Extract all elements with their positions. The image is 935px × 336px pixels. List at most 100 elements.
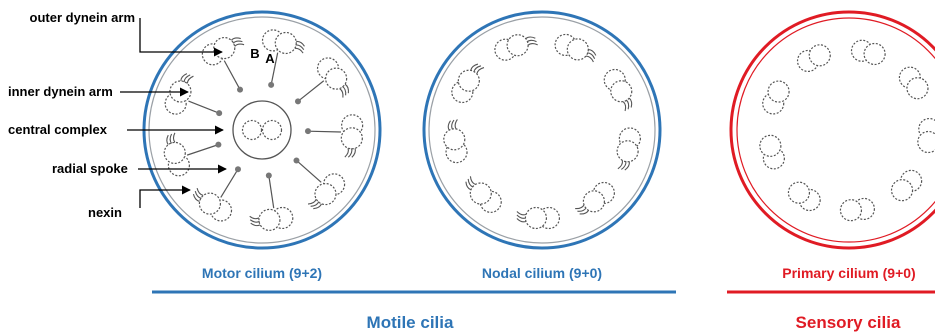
dynein-arm [517,218,526,221]
microtubule-doublet [165,81,191,114]
caption-motor-cilium: Motor cilium (9+2) [202,265,322,281]
spoke-head [215,142,221,148]
microtubule-doublet [341,115,362,149]
dynein-arm [187,76,193,83]
dynein-arm [526,37,535,39]
dynein-arm [250,220,259,222]
a-tubule [341,128,362,149]
dynein-arm [468,179,473,187]
spoke-head [216,110,222,116]
dynein-arm [170,134,171,143]
spoke-head [266,172,272,178]
dynein-arm [173,133,174,142]
microtubule-doublet [199,193,231,221]
microtubule-doublet [318,58,347,89]
a-tubule [788,182,809,203]
a-tubule [458,70,479,91]
central-microtubule [263,121,282,140]
dynein-arm [470,176,475,184]
spoke-head [235,166,241,172]
microtubule-doublet [452,70,480,102]
dynein-arm [477,68,484,74]
microtubule-doublet [202,38,234,65]
microtubule-doublet [604,70,631,102]
a-tubule [840,200,861,221]
a-tubule [892,180,913,201]
a-tubule [864,43,885,64]
a-tubule [768,81,789,102]
dynein-arm [623,102,625,111]
microtubule-doublet [583,182,614,211]
a-tubule [611,81,632,102]
dynein-arm [448,121,450,130]
microtubule-doublet [164,142,189,175]
dynein-arm [197,188,203,195]
spoke-head [268,82,274,88]
microtubule-doublet [555,34,588,59]
dynein-arm [295,48,303,53]
dynein-arm [618,161,623,169]
microtubule-doublet [470,183,501,212]
a-tubule [275,32,296,53]
a-tubule [326,68,347,89]
dynein-arm [626,100,628,109]
dynein-arm [235,44,244,46]
radial-spoke [298,81,324,102]
spoke-head [295,98,301,104]
radial-spoke [308,131,341,132]
microtubule-doublet [840,198,874,220]
dynein-arm [250,216,259,218]
microtubule-doublet [495,35,528,60]
dynein-arm [251,223,260,225]
ciliary-membrane-inner [737,18,935,242]
dynein-arm [167,135,168,144]
a-tubule [525,207,546,228]
a-tubule [918,132,935,153]
doublet-label-a: A [265,51,275,66]
radial-spoke [187,145,218,155]
microtubule-doublet [899,67,928,99]
microtubule-doublet [798,45,831,72]
microtubule-doublet [444,129,467,163]
microtubule-doublet [263,30,297,54]
microtubule-doublet [760,135,785,169]
a-tubule [760,135,781,156]
dynein-arm [452,120,454,129]
spoke-head [305,128,311,134]
a-tubule [199,193,220,214]
a-tubule [315,184,336,205]
dynein-arm [629,98,631,107]
dynein-arm [311,202,319,207]
primary-cilium-cross-section [731,12,935,248]
central-microtubule [243,121,262,140]
group-title-motile: Motile cilia [367,313,454,332]
microtubule-doublet [525,207,559,228]
radial-spoke [188,101,219,113]
label-inner-dynein-arm: inner dynein arm [8,84,113,99]
radial-spoke [221,169,238,197]
dynein-arm [575,205,584,209]
dynein-arm [455,119,457,128]
microtubule-doublet [259,207,293,230]
a-tubule [907,78,928,99]
dynein-arm [528,44,537,46]
dynein-arm [517,215,526,218]
nodal-cilium-cross-section [424,12,660,248]
ciliary-membrane [731,12,935,248]
dynein-arm [527,40,536,42]
a-tubule [567,39,588,60]
dynein-arm [345,148,349,157]
group-title-sensory: Sensory cilia [796,313,901,332]
radial-spoke [296,160,321,182]
a-tubule [809,45,830,66]
a-tubule [444,129,465,150]
dynein-arm [340,89,343,98]
a-tubule [583,191,604,212]
dynein-arm [313,204,321,209]
microtubule-doublet [918,119,935,153]
dynein-arm [517,211,526,214]
a-tubule [214,38,235,59]
a-tubule [507,35,528,56]
